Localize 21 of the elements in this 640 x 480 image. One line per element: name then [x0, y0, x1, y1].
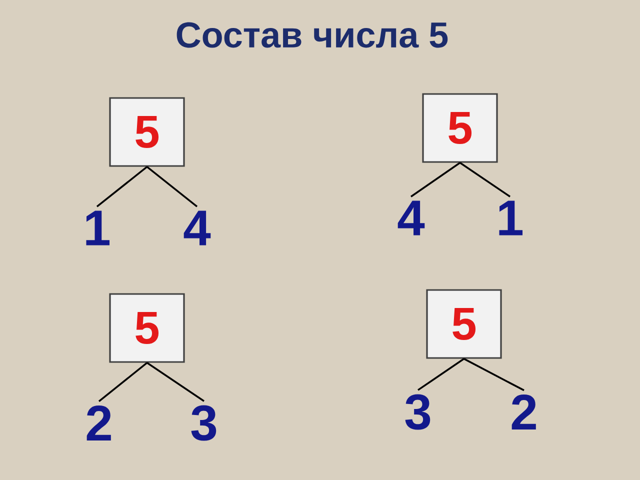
number: 3: [191, 405, 216, 441]
number: 4: [184, 210, 211, 246]
branch-line: [146, 166, 198, 208]
branch-line: [464, 358, 524, 392]
branch-line: [460, 162, 510, 198]
title: Состав числа 5: [176, 22, 448, 48]
number-box: 5: [426, 289, 502, 359]
branch-line: [146, 362, 204, 402]
branch-line: [410, 162, 461, 198]
branch-line: [98, 362, 148, 402]
number: 1: [499, 200, 522, 236]
number: 1: [86, 210, 110, 246]
number-box: 5: [109, 293, 185, 363]
branch-line: [418, 358, 465, 391]
number: 4: [398, 200, 425, 236]
number-box: 5: [109, 97, 185, 167]
number: 3: [405, 394, 430, 430]
number: 2: [86, 406, 111, 440]
branch-line: [96, 166, 148, 208]
number: 2: [512, 394, 536, 430]
number-box: 5: [422, 93, 498, 163]
